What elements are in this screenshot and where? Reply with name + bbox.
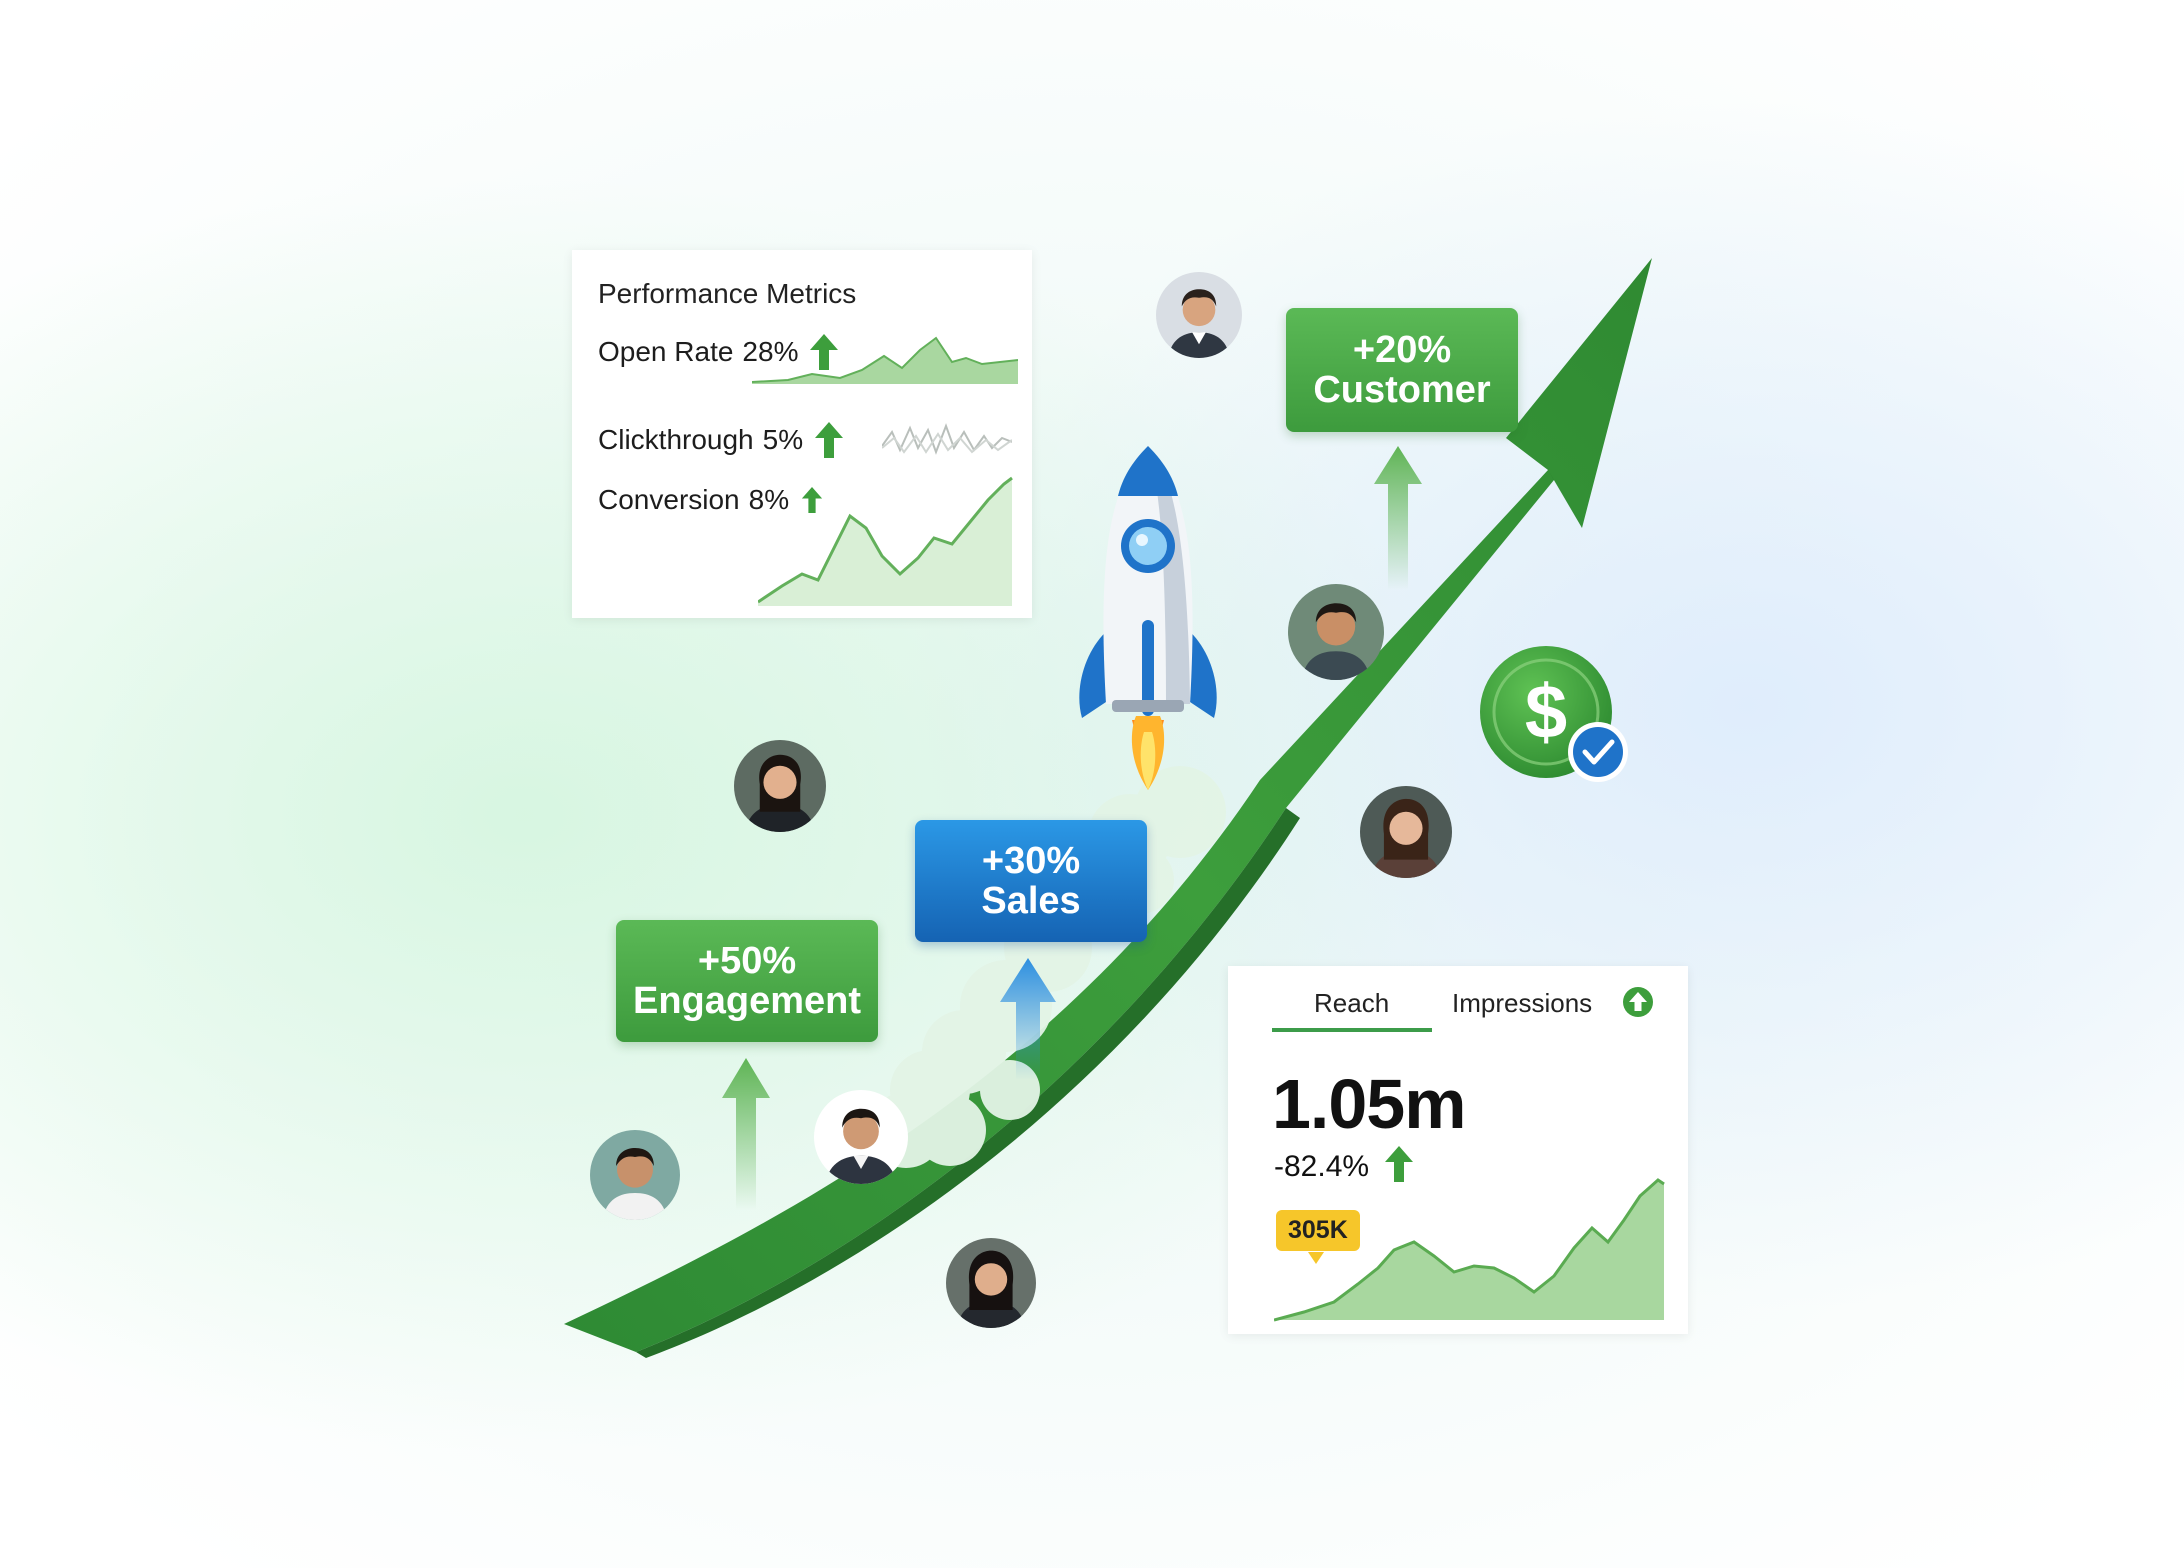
- growth-arrow-icon: [564, 258, 1652, 1358]
- checkmark-icon: [1568, 722, 1628, 782]
- up-arrow-icon: [810, 334, 839, 370]
- up-arrow-circle-icon: [1623, 987, 1653, 1017]
- tab-impressions[interactable]: Impressions: [1452, 988, 1593, 1018]
- up-arrow-icon: [1000, 958, 1056, 1080]
- metric-label: Open Rate: [598, 336, 734, 367]
- metrics-card-title: Performance Metrics: [598, 278, 857, 309]
- customer-percent: +20%: [1352, 329, 1452, 371]
- customer-badge: +20% Customer: [1286, 308, 1518, 432]
- svg-text:$: $: [1525, 670, 1567, 755]
- person-avatar-icon: [734, 740, 826, 832]
- reach-value: 1.05m: [1272, 1065, 1466, 1143]
- metric-value: 8%: [748, 484, 790, 515]
- up-arrow-icon: [722, 1058, 770, 1210]
- up-arrow-icon: [1374, 446, 1422, 590]
- metric-row-open-rate: Open Rate 28%: [598, 334, 839, 370]
- sales-label: Sales: [981, 880, 1081, 922]
- metric-label: Conversion: [598, 484, 740, 515]
- up-arrow-icon: [801, 487, 823, 513]
- person-avatar-icon: [1360, 786, 1452, 878]
- active-tab-indicator: [1272, 1028, 1432, 1032]
- reach-impressions-card: Reach Impressions 1.05m -82.4% 305K: [1228, 966, 1688, 1334]
- customer-label: Customer: [1313, 369, 1491, 411]
- up-arrow-icon: [815, 422, 844, 458]
- reach-delta-value: -82.4%: [1274, 1150, 1370, 1183]
- clickthrough-sparkline: [882, 423, 1012, 455]
- conversion-sparkline: [758, 476, 1013, 606]
- person-avatar-icon: [946, 1238, 1036, 1328]
- rocket-icon: [1079, 446, 1217, 790]
- metric-value: 28%: [742, 336, 799, 367]
- person-avatar-icon: [1288, 584, 1384, 680]
- open-rate-sparkline: [752, 336, 1018, 384]
- performance-metrics-card: Performance Metrics Open Rate 28% Clickt…: [572, 250, 1032, 618]
- tab-reach[interactable]: Reach: [1314, 988, 1390, 1018]
- person-avatar-icon: [814, 1090, 908, 1184]
- reach-callout-bubble: 305K: [1276, 1210, 1360, 1251]
- engagement-label: Engagement: [632, 980, 862, 1022]
- metric-value: 5%: [762, 424, 804, 455]
- sales-badge: +30% Sales: [915, 820, 1147, 942]
- reach-area-chart: [1274, 1178, 1665, 1322]
- engagement-percent: +50%: [697, 940, 797, 982]
- reach-delta: -82.4%: [1274, 1146, 1414, 1184]
- sales-percent: +30%: [981, 840, 1081, 882]
- up-arrow-icon: [1385, 1146, 1414, 1182]
- callout-tail: [1308, 1252, 1324, 1264]
- metric-row-conversion: Conversion 8%: [598, 484, 823, 516]
- person-avatar-icon: [590, 1130, 680, 1220]
- engagement-badge: +50% Engagement: [616, 920, 878, 1042]
- person-avatar-icon: [1156, 272, 1242, 358]
- metric-label: Clickthrough: [598, 424, 754, 455]
- metric-row-clickthrough: Clickthrough 5%: [598, 422, 844, 458]
